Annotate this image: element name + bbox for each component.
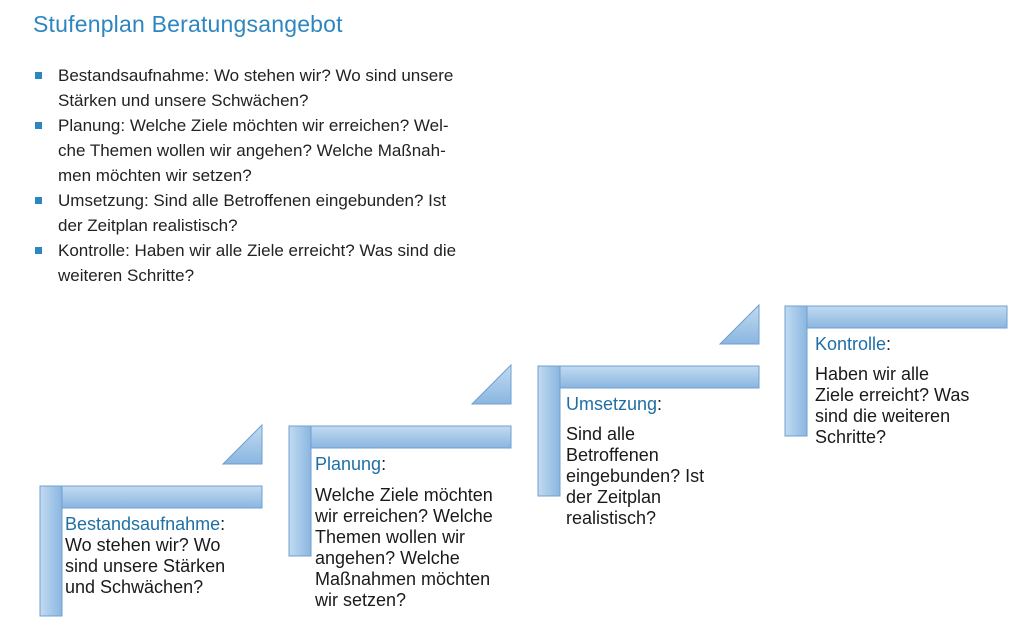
step-3-horizontal-bar [537,365,760,389]
bullet-item: Bestandsaufnahme: Wo stehen wir? Wo sind… [33,63,533,113]
step-body-line: Welche Ziele möchten [315,485,493,505]
step-3-vertical-bar [537,365,561,497]
step-heading-colon: : [381,454,387,474]
step-body-line: wir erreichen? Welche [315,506,493,526]
step-body-line: Themen wollen wir [315,527,466,547]
step-4-vertical-bar [784,305,808,437]
step-body-line: realistisch? [566,508,657,528]
bullet-square-icon [35,122,42,129]
step-body-line: Sind alle [566,424,636,444]
bullet-line: che Themen wollen wir angehen? Welche Ma… [58,141,446,160]
bullet-item: Umsetzung: Sind alle Betroffenen eingebu… [33,188,533,238]
bullet-line: Planung: Welche Ziele möchten wir erreic… [58,116,449,135]
step-body-line: angehen? Welche [315,548,460,568]
step-1-horizontal-bar [39,485,263,509]
step-body-line: sind die weiteren [815,406,951,426]
step-heading: Planung [315,454,382,474]
step-1-vertical-bar [39,485,63,617]
step-kontrolle: Kontrolle: Haben wir alle Ziele erreicht… [815,334,1015,448]
step-body-line: Schritte? [815,427,887,447]
step-bestandsaufnahme: Bestandsaufnahme: Wo stehen wir? Wo sind… [65,514,265,598]
page-title: Stufenplan Beratungsangebot [33,11,343,37]
step-body-line: der Zeitplan [566,487,662,507]
step-heading: Bestandsaufnahme [65,514,221,534]
step-body-line: Ziele erreicht? Was [815,385,970,405]
bullet-line: Kontrolle: Haben wir alle Ziele erreicht… [58,241,457,260]
step-1-arrow-triangle [221,423,263,465]
step-body-line: Maßnahmen möchten [315,569,491,589]
step-body-line: Haben wir alle [815,364,930,384]
step-3-arrow-triangle [718,303,760,345]
step-4-horizontal-bar [784,305,1008,329]
bullet-square-icon [35,247,42,254]
step-heading: Umsetzung [566,394,658,414]
step-body-line: wir setzen? [315,590,407,610]
step-body-line: Betroffenen [566,445,659,465]
bullet-list: Bestandsaufnahme: Wo stehen wir? Wo sind… [33,63,533,288]
bullet-line: men möchten wir setzen? [58,166,252,185]
step-heading: Kontrolle [815,334,887,354]
bullet-line: Stärken und unsere Schwächen? [58,91,309,110]
bullet-line: weiteren Schritte? [58,266,195,285]
step-heading-colon: : [220,514,226,534]
step-2-arrow-triangle [470,363,512,405]
step-body-line: sind unsere Stärken [65,556,226,576]
step-2-vertical-bar [288,425,312,557]
step-heading-colon: : [886,334,892,354]
step-body-line: Wo stehen wir? Wo [65,535,221,555]
bullet-line: Umsetzung: Sind alle Betroffenen eingebu… [58,191,447,210]
step-body-line: und Schwächen? [65,577,204,597]
bullet-item: Kontrolle: Haben wir alle Ziele erreicht… [33,238,533,288]
bullet-line: Bestandsaufnahme: Wo stehen wir? Wo sind… [58,66,454,85]
step-umsetzung: Umsetzung: Sind alle Betroffenen eingebu… [566,394,766,529]
bullet-line: der Zeitplan realistisch? [58,216,238,235]
bullet-square-icon [35,72,42,79]
step-heading-colon: : [657,394,663,414]
step-2-horizontal-bar [288,425,512,449]
bullet-item: Planung: Welche Ziele möchten wir erreic… [33,113,533,188]
step-body-line: eingebunden? Ist [566,466,705,486]
bullet-square-icon [35,197,42,204]
step-planung: Planung: Welche Ziele möchten wir erreic… [315,454,535,611]
